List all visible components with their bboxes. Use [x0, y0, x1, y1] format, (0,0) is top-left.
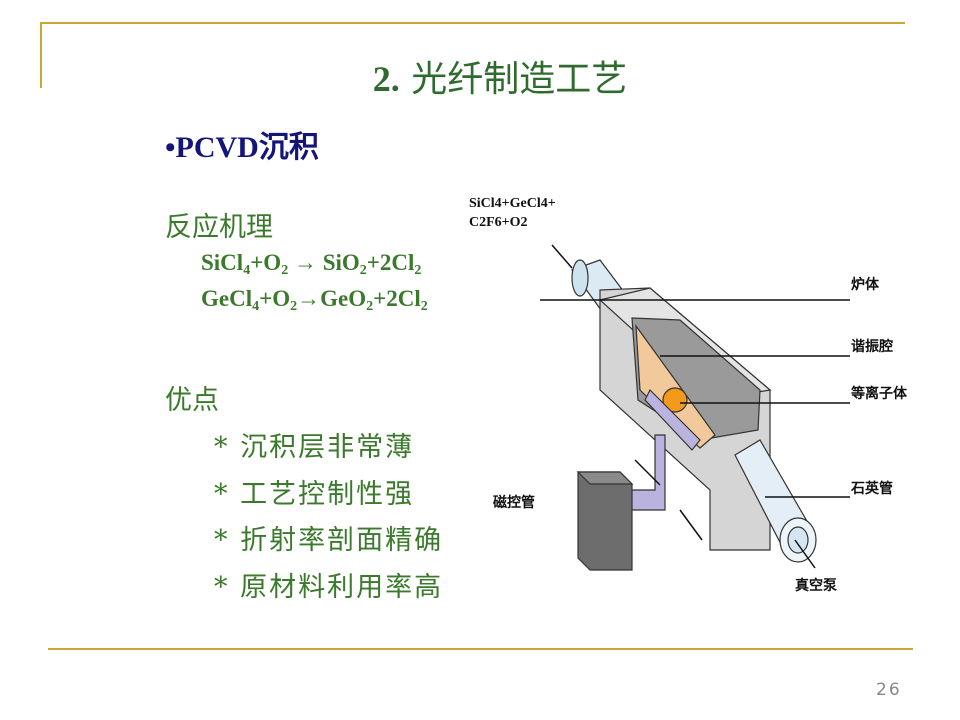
slide-title: 2. 光纤制造工艺 — [372, 59, 628, 100]
pcvd-apparatus-drawing — [540, 244, 850, 571]
subscript: 4 — [252, 299, 260, 314]
subscript: 4 — [243, 263, 251, 278]
equation-sicl4: SiCl4+O2 → SiO2+2Cl2 — [201, 250, 421, 279]
quartz-tube-label: 石英管 — [851, 482, 893, 497]
subscript: 2 — [414, 263, 422, 278]
advantage-item: * 折射率剖面精确 — [214, 525, 444, 556]
advantage-item: * 沉积层非常薄 — [214, 432, 415, 463]
equation-text: → SiO — [288, 250, 360, 275]
page-number: 26 — [876, 680, 902, 700]
plasma-label: 等离子体 — [851, 387, 907, 402]
left-rule — [40, 22, 42, 88]
equation-text: →GeO — [297, 286, 367, 311]
equation-text: +2Cl — [373, 286, 421, 311]
pcvd-diagram: SiCl4+GeCl4+ C2F6+O2 炉体 谐振腔 等离子体 石英管 磁控管… — [460, 190, 940, 600]
subscript: 2 — [290, 299, 298, 314]
subscript: 2 — [281, 263, 289, 278]
resonator-label: 谐振腔 — [851, 340, 893, 355]
input-gas-label-line1: SiCl4+GeCl4+ — [469, 196, 556, 211]
subscript: 2 — [366, 299, 374, 314]
advantages-heading: 优点 — [165, 385, 219, 416]
magnetron-label: 磁控管 — [493, 496, 535, 511]
furnace-label: 炉体 — [851, 278, 879, 293]
advantage-item: * 工艺控制性强 — [214, 479, 415, 510]
equation-text: +2Cl — [366, 250, 415, 275]
input-gas-label-line2: C2F6+O2 — [469, 215, 528, 230]
section-bullet: •PCVD沉积 — [165, 131, 319, 164]
advantage-item: * 原材料利用率高 — [214, 572, 444, 603]
subscript: 2 — [359, 263, 367, 278]
equation-gecl4: GeCl4+O2→GeO2+2Cl2 — [201, 286, 428, 315]
subscript: 2 — [420, 299, 428, 314]
equation-text: +O — [259, 286, 291, 311]
vacuum-pump-label: 真空泵 — [795, 579, 837, 594]
equation-text: GeCl — [201, 286, 253, 311]
bottom-rule — [48, 648, 913, 650]
mechanism-heading: 反应机理 — [165, 212, 273, 243]
equation-text: SiCl — [201, 250, 244, 275]
top-rule — [40, 22, 905, 24]
equation-text: +O — [250, 250, 282, 275]
